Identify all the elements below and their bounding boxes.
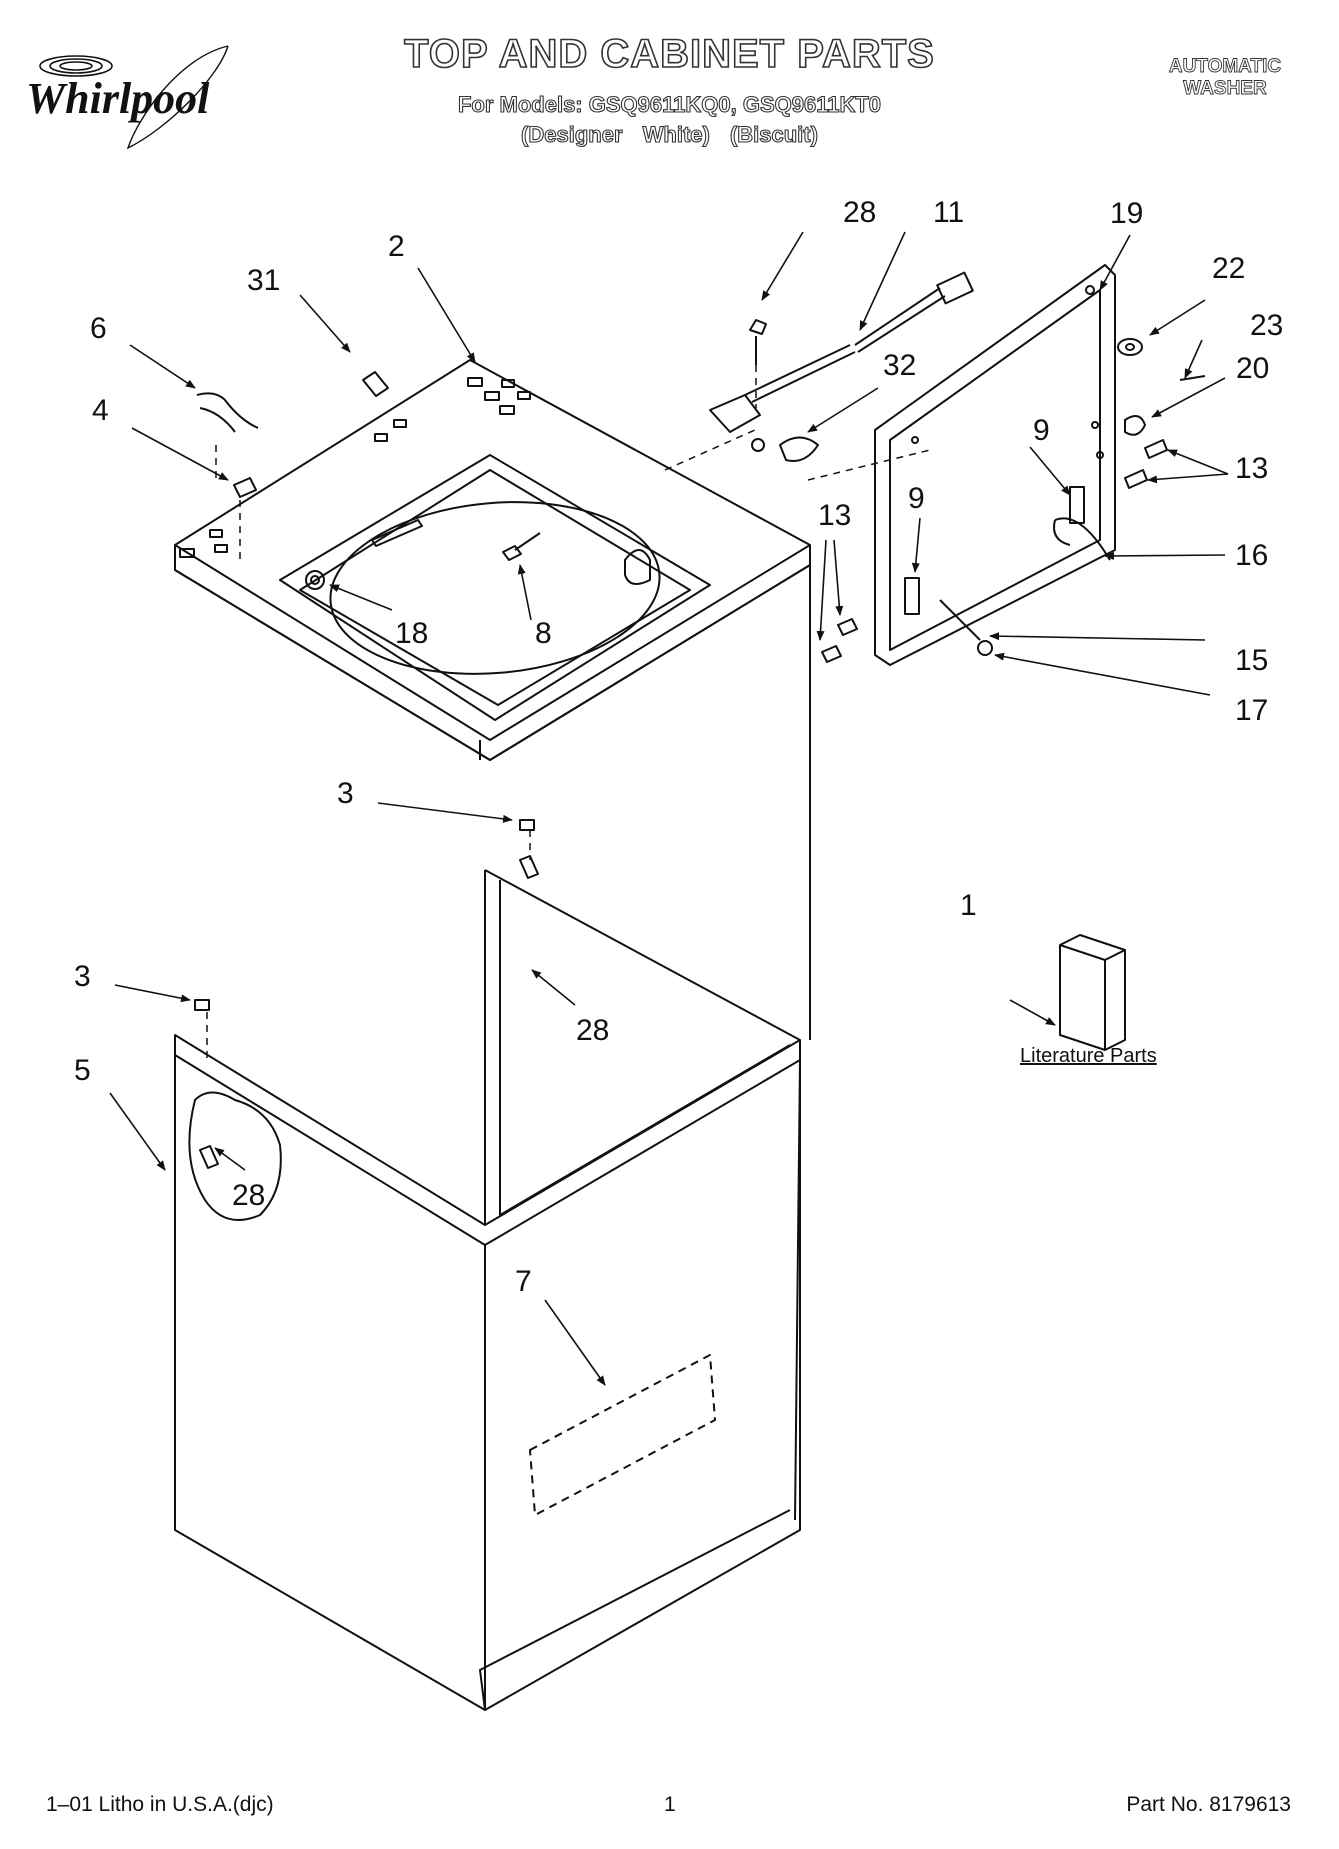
callout-23: 23	[1250, 309, 1283, 342]
callout-8: 8	[535, 617, 552, 650]
callout-22: 22	[1212, 252, 1245, 285]
callout-9b: 9	[908, 482, 925, 515]
literature-book	[1059, 934, 1126, 1051]
callout-4: 4	[92, 394, 109, 427]
part-number: Part No. 8179613	[1126, 1793, 1291, 1816]
callout-11: 11	[933, 196, 964, 229]
callout-9a: 9	[1033, 414, 1050, 447]
callout-28c: 28	[232, 1179, 265, 1212]
whirlpool-logo: Whirlpool	[26, 45, 229, 150]
models-line: For Models: GSQ9611KQ0, GSQ9611KT0	[457, 91, 882, 117]
washer-top	[174, 359, 811, 761]
callout-32: 32	[883, 349, 916, 382]
product-type-line1: AUTOMATIC	[1168, 56, 1282, 78]
callout-5: 5	[74, 1054, 91, 1087]
logo-wordmark: Whirlpool	[26, 74, 210, 123]
variants-line: (Designer White) (Biscuit)	[520, 121, 818, 147]
callout-20: 20	[1236, 352, 1269, 385]
callout-3a: 3	[337, 777, 354, 810]
page-number: 1	[664, 1793, 676, 1816]
callout-15: 15	[1235, 644, 1268, 677]
callout-17: 17	[1235, 694, 1268, 727]
product-type-line2: WASHER	[1183, 78, 1267, 100]
literature-parts-label: Literature Parts	[1020, 1045, 1157, 1067]
callout-28b: 28	[576, 1014, 609, 1047]
callout-2: 2	[388, 230, 405, 263]
callout-13b: 13	[818, 499, 851, 532]
callout-7: 7	[515, 1265, 532, 1298]
callout-13a: 13	[1235, 452, 1268, 485]
callout-18: 18	[395, 617, 428, 650]
callout-3b: 3	[74, 960, 91, 993]
callout-31: 31	[247, 264, 280, 297]
callout-28a: 28	[843, 196, 876, 229]
callout-19: 19	[1110, 197, 1143, 230]
page-title: TOP AND CABINET PARTS	[403, 31, 935, 77]
callout-16: 16	[1235, 539, 1268, 572]
cabinet	[174, 565, 811, 1711]
litho-note: 1–01 Litho in U.S.A.(djc)	[46, 1793, 274, 1816]
callout-1: 1	[960, 889, 977, 922]
callout-6: 6	[90, 312, 107, 345]
product-type: AUTOMATIC WASHER	[1140, 56, 1310, 100]
washer-lid	[874, 264, 1116, 666]
